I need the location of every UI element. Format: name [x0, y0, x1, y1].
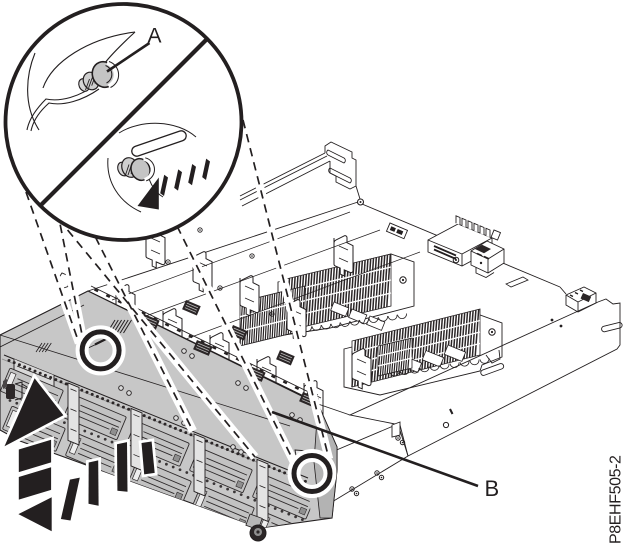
svg-text:B: B — [485, 476, 500, 501]
svg-text:A: A — [148, 25, 162, 48]
svg-text:P8EHF505-2: P8EHF505-2 — [608, 455, 623, 544]
